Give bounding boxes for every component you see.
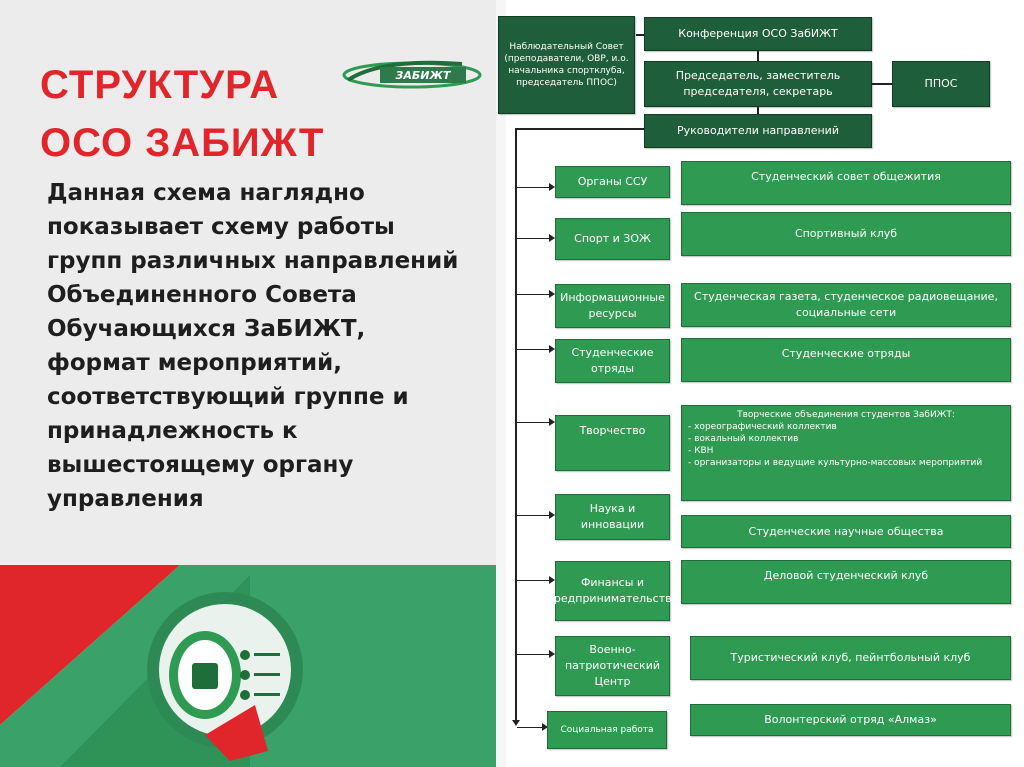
connector — [517, 238, 550, 239]
branch-left-6: Наука и инновации — [555, 494, 670, 540]
title-line-1: СТРУКТУРА — [40, 63, 280, 107]
branch-left-1: Органы ССУ — [555, 166, 670, 198]
panel-divider — [496, 0, 506, 767]
title-line-2: ОСО ЗАБИЖТ — [40, 121, 325, 165]
arrow-right — [549, 418, 555, 426]
left-panel: СТРУКТУРА ОСО ЗАБИЖТ ЗАБИЖТ Данная схема… — [0, 0, 496, 767]
decorative-corner — [0, 565, 496, 767]
connector — [872, 83, 892, 85]
arrow-down — [512, 720, 520, 726]
arrow-right — [542, 723, 548, 731]
connector — [517, 422, 550, 423]
ppos-box: ППОС — [892, 61, 990, 107]
connector — [517, 515, 550, 516]
branch-right-5: Творческие объединения студентов ЗабИЖТ:… — [681, 405, 1011, 501]
connector — [757, 51, 759, 61]
connector — [517, 580, 550, 581]
branch-left-8: Военно-патриотический Центр — [555, 636, 670, 696]
arrow-right — [549, 183, 555, 191]
connector — [515, 128, 644, 130]
arrow-right — [549, 650, 555, 658]
branch-left-5: Творчество — [555, 415, 670, 471]
conference-box: Конференция ОСО ЗабИЖТ — [644, 17, 872, 51]
branch-right-7: Деловой студенческий клуб — [681, 560, 1011, 604]
connector — [757, 107, 759, 114]
creative-associations-title: Творческие объединения студентов ЗабИЖТ: — [737, 410, 955, 420]
logo-text: ЗАБИЖТ — [396, 69, 452, 82]
connector — [517, 187, 550, 188]
connector — [517, 294, 550, 295]
branch-right-9: Волонтерский отряд «Алмаз» — [690, 704, 1011, 736]
arrow-right — [549, 290, 555, 298]
connector — [517, 349, 550, 350]
creative-item: - организаторы и ведущие культурно-массо… — [688, 458, 983, 468]
arrow-right — [549, 345, 555, 353]
arrow-right — [549, 576, 555, 584]
branch-right-8: Туристический клуб, пейнтбольный клуб — [690, 636, 1011, 680]
branch-right-3: Студенческая газета, студенческое радиов… — [681, 283, 1011, 327]
creative-item: - вокальный коллектив — [688, 434, 799, 444]
branch-right-2: Спортивный клуб — [681, 212, 1011, 256]
supervisory-board-box: Наблюдательный Совет (преподаватели, ОВР… — [498, 16, 635, 114]
connector — [517, 727, 543, 728]
creative-item: - КВН — [688, 446, 714, 456]
zabizht-logo: ЗАБИЖТ — [342, 54, 482, 96]
arrow-right — [549, 511, 555, 519]
branch-left-7: Финансы и предпринимательство — [547, 561, 678, 621]
branch-right-4: Студенческие отряды — [681, 338, 1011, 382]
chair-box: Председатель, заместитель председателя, … — [644, 61, 872, 107]
branch-left-9: Социальная работа — [547, 711, 667, 749]
branch-right-6: Студенческие научные общества — [681, 515, 1011, 548]
arrow-right — [549, 234, 555, 242]
branch-left-2: Спорт и ЗОЖ — [555, 218, 670, 260]
branch-left-4: Студенческие отряды — [555, 339, 670, 383]
branch-right-1: Студенческий совет общежития — [681, 161, 1011, 205]
slide-title: СТРУКТУРА ОСО ЗАБИЖТ — [40, 56, 340, 172]
trunk-line — [515, 128, 517, 721]
heads-box: Руководители направлений — [644, 114, 872, 148]
connector — [517, 654, 550, 655]
branch-left-3: Информационные ресурсы — [555, 284, 670, 328]
connector — [636, 34, 644, 36]
slide-description: Данная схема наглядно показывает схему р… — [47, 180, 459, 512]
creative-item: - хореографический коллектив — [688, 422, 837, 432]
